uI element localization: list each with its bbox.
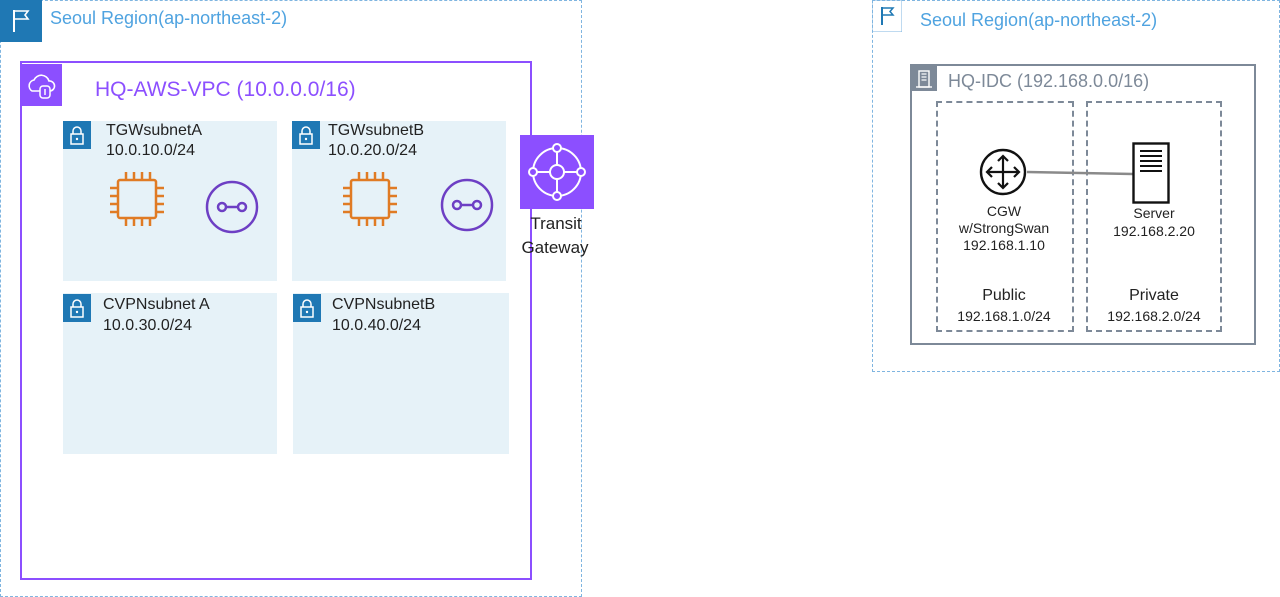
subnet-name: CVPNsubnetB [332, 296, 436, 313]
lock-icon [293, 294, 321, 322]
lock-icon [63, 294, 91, 322]
subnet-tgw-a [63, 121, 277, 281]
network-interface-icon [440, 178, 494, 232]
lock-icon [292, 121, 320, 149]
idc-title: HQ-IDC (192.168.0.0/16) [948, 71, 1150, 91]
subnet-name: TGWsubnetA [106, 122, 203, 139]
vpc-cloud-icon [20, 64, 62, 106]
ec2-instance-icon [108, 170, 166, 228]
region-title: Seoul Region(ap-northeast-2) [50, 8, 288, 28]
transit-gateway-label-1: Transit [530, 214, 582, 233]
ec2-instance-icon [341, 170, 399, 228]
subnet-cidr: 10.0.40.0/24 [332, 317, 421, 334]
subnet-name: CVPNsubnet A [103, 296, 210, 313]
cgw-label: CGW [986, 203, 1022, 219]
network-interface-icon [205, 180, 259, 234]
region-title: Seoul Region(ap-northeast-2) [920, 10, 1158, 30]
transit-gateway-icon [520, 135, 594, 209]
private-zone-label: Private [1129, 287, 1179, 304]
transit-gateway-label-2: Gateway [521, 238, 589, 257]
region-flag-icon [872, 0, 902, 32]
subnet-cidr: 10.0.10.0/24 [106, 142, 195, 159]
idc-container [910, 64, 1256, 345]
server-icon [1132, 142, 1170, 204]
region-flag-icon [0, 0, 42, 42]
router-icon [978, 147, 1028, 197]
subnet-cidr: 10.0.20.0/24 [328, 142, 417, 159]
corporate-datacenter-icon [911, 65, 937, 91]
subnet-cvpn-a [63, 293, 277, 454]
public-zone-label: Public [982, 287, 1026, 304]
server-label: Server [1133, 205, 1175, 221]
subnet-name: TGWsubnetB [328, 122, 425, 139]
subnet-cidr: 10.0.30.0/24 [103, 317, 192, 334]
cgw-ip: 192.168.1.10 [963, 237, 1045, 253]
vpc-title: HQ-AWS-VPC (10.0.0.0/16) [95, 78, 356, 101]
private-zone-cidr: 192.168.2.0/24 [1107, 308, 1201, 324]
public-zone-cidr: 192.168.1.0/24 [957, 308, 1051, 324]
public-zone [936, 101, 1074, 332]
lock-icon [63, 121, 91, 149]
private-zone [1086, 101, 1222, 332]
subnet-tgw-b [292, 121, 506, 281]
server-ip: 192.168.2.20 [1113, 223, 1195, 239]
subnet-cvpn-b [293, 293, 509, 454]
vpc-container [20, 61, 532, 580]
connection-line [1027, 170, 1133, 176]
cgw-software: w/StrongSwan [958, 220, 1050, 236]
